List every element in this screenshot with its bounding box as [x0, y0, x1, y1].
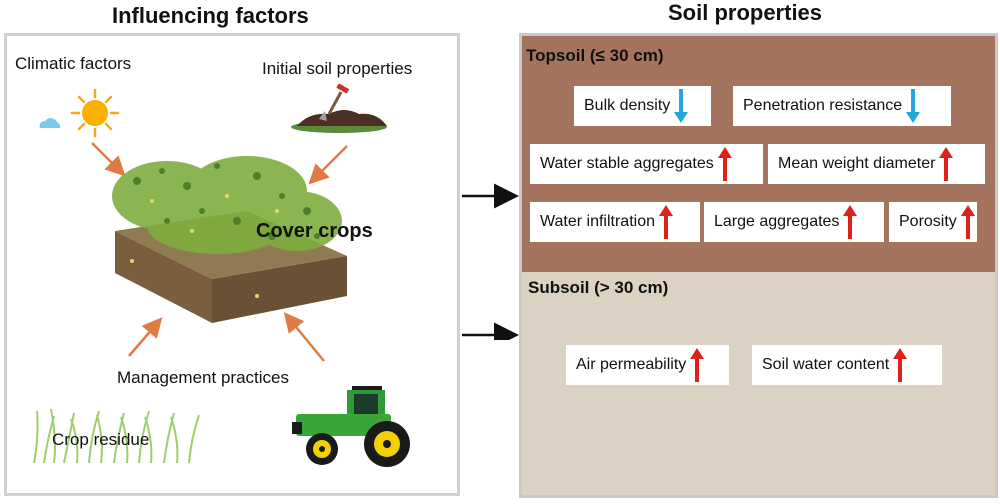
property-label: Soil water content	[762, 356, 890, 373]
up-arrow-icon	[717, 147, 732, 181]
property-box: Water infiltration	[530, 202, 700, 242]
climatic-factors-label: Climatic factors	[15, 54, 132, 73]
property-label: Large aggregates	[714, 213, 840, 230]
management-arrow-right	[283, 312, 325, 362]
property-label: Bulk density	[584, 97, 671, 114]
subsoil-label: Subsoil (> 30 cm)	[528, 278, 669, 297]
property-box: Air permeability	[566, 345, 729, 385]
management-practices-label: Management practices	[117, 368, 289, 387]
management-arrow-left	[128, 317, 163, 357]
property-box: Bulk density	[574, 86, 711, 126]
factor-arrows	[91, 142, 348, 362]
down-arrow-icon	[674, 89, 689, 123]
sun-cloud-icon	[39, 88, 120, 138]
property-label: Penetration resistance	[743, 97, 903, 114]
property-box: Porosity	[889, 202, 977, 242]
initial-soil-properties-label: Initial soil properties	[262, 59, 413, 78]
property-label: Mean weight diameter	[778, 155, 936, 172]
soil-shovel-icon	[291, 84, 387, 133]
soil-properties-panel: Topsoil (≤ 30 cm) Bulk density Penetratio…	[519, 33, 998, 498]
climatic-arrow	[91, 142, 126, 177]
property-box: Soil water content	[752, 345, 942, 385]
initial-soil-arrow	[308, 145, 348, 185]
up-arrow-icon	[960, 205, 975, 239]
cover-crop-block-illustration	[112, 156, 347, 323]
property-label: Air permeability	[576, 356, 687, 373]
subsoil-layer: Subsoil (> 30 cm) Air permeability Soil w…	[522, 272, 995, 495]
crop-residue-grass-icon	[33, 408, 200, 464]
connector-arrows	[462, 183, 519, 340]
cover-crops-label: Cover crops	[256, 220, 373, 242]
property-label: Water infiltration	[540, 213, 655, 230]
topsoil-label: Topsoil (≤ 30 cm)	[526, 46, 664, 65]
property-box: Water stable aggregates	[530, 144, 763, 184]
topsoil-layer: Topsoil (≤ 30 cm) Bulk density Penetratio…	[522, 36, 995, 272]
influencing-factors-title: Influencing factors	[112, 3, 309, 28]
property-box: Large aggregates	[704, 202, 884, 242]
property-label: Porosity	[899, 213, 957, 230]
property-label: Water stable aggregates	[540, 155, 714, 172]
up-arrow-icon	[939, 147, 954, 181]
crop-residue-label: Crop residue	[52, 430, 150, 449]
up-arrow-icon	[659, 205, 673, 239]
soil-properties-title: Soil properties	[668, 0, 823, 25]
up-arrow-icon	[843, 205, 858, 239]
property-box: Mean weight diameter	[768, 144, 985, 184]
up-arrow-icon	[690, 348, 705, 382]
down-arrow-icon	[906, 89, 921, 123]
influencing-factors-panel: Climatic factors Initial soil properties	[4, 33, 460, 496]
property-box: Penetration resistance	[733, 86, 951, 126]
tractor-icon	[292, 386, 410, 467]
up-arrow-icon	[893, 348, 908, 382]
